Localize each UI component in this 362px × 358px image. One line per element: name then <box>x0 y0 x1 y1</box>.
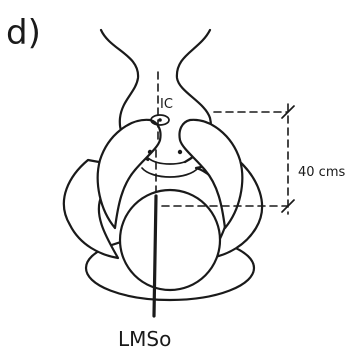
lever-arm-line <box>154 196 156 316</box>
chin-curve <box>142 168 198 177</box>
lever-label: LMSo <box>118 327 171 351</box>
ic-label: IC <box>160 97 173 112</box>
head-circle <box>120 190 220 290</box>
right-dot <box>178 150 182 154</box>
left-dot <box>148 150 152 154</box>
panel-label: d) <box>6 13 41 53</box>
neck-curve <box>148 158 192 164</box>
measurement-label: 40 cms <box>298 165 345 180</box>
